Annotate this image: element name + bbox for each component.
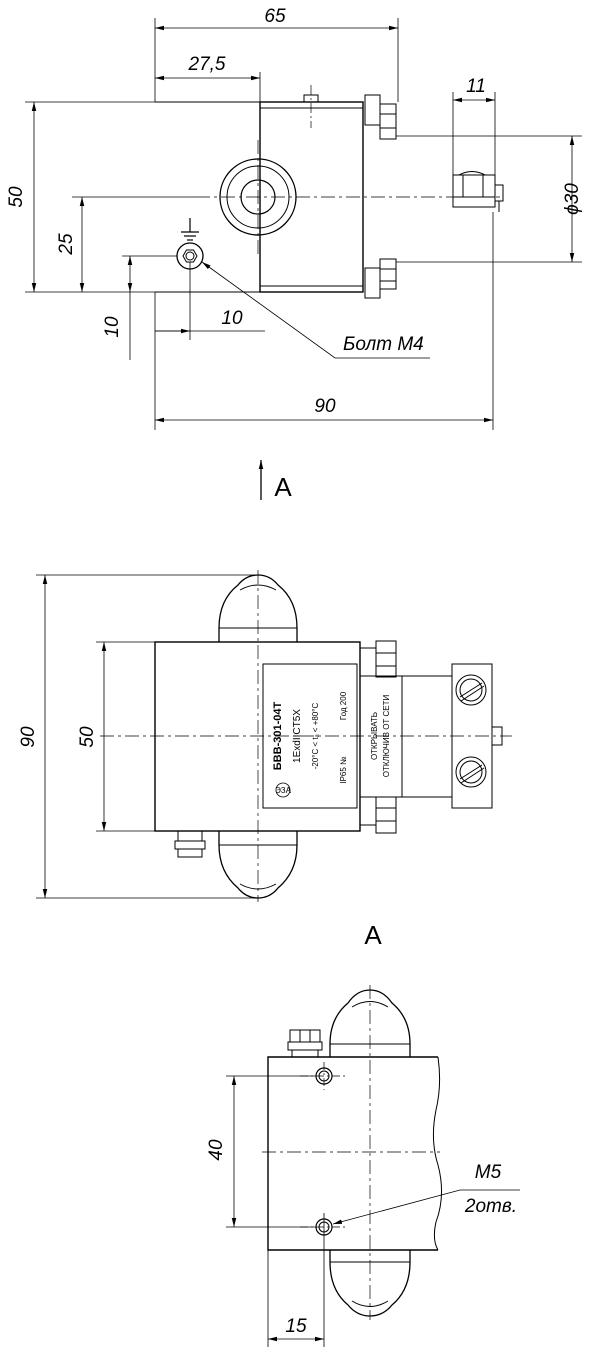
nameplate-protection: IP65 №: [339, 756, 348, 784]
front-view-ground-bolt: [174, 830, 206, 858]
dim-25: 25: [56, 233, 77, 256]
dim-phi-30: ϕ30: [562, 183, 583, 215]
nameplate: [262, 663, 358, 809]
break-line: [432, 1056, 442, 1251]
view-a-dimensions: [226, 1075, 520, 1347]
dim-27-5: 27,5: [188, 54, 226, 75]
nameplate-marking: 1ExdIICT5X: [292, 709, 303, 763]
front-view-labels: 90 50 А: [18, 726, 382, 950]
top-view-bracket: [452, 171, 504, 212]
top-view-screw-lower: [364, 258, 397, 299]
dim-40: 40: [206, 1139, 227, 1161]
callout-m5: М5: [475, 1162, 502, 1183]
top-view-dimensions: [25, 18, 582, 500]
svg-text:ЭЗА: ЭЗА: [275, 786, 291, 795]
callout-bolt-m4: Болт М4: [343, 334, 424, 355]
view-a-housing: [267, 1056, 438, 1251]
top-view-labels: 65 27,5 11 50 25 10 10 ϕ30 90 Болт М4 А: [6, 6, 583, 502]
front-view-screw-lower: [359, 796, 397, 834]
dim-11: 11: [466, 76, 486, 97]
front-view-dimensions: [36, 574, 258, 899]
view-a: [262, 985, 442, 1347]
view-a-labels: 40 15 М5 2отв.: [206, 1139, 517, 1337]
dim-10-vertical: 10: [102, 316, 123, 338]
dim-15: 15: [285, 1316, 307, 1337]
dim-90-top: 90: [314, 396, 336, 417]
view-arrow-label: А: [274, 472, 292, 502]
nameplate-year: Год 200: [339, 691, 348, 720]
callout-two-holes: 2отв.: [464, 1196, 517, 1217]
top-view-screw-upper: [364, 94, 397, 140]
view-a-ground-bolt: [287, 1029, 323, 1058]
front-view: [100, 570, 512, 902]
front-view-screw-upper: [359, 640, 397, 678]
view-a-title: А: [364, 920, 382, 950]
dim-10-horizontal: 10: [221, 308, 243, 329]
logo-eza-icon: ЭЗА: [275, 782, 292, 798]
nameplate-model: БВВ-301-04Т: [272, 702, 284, 771]
nameplate-text: БВВ-301-04Т 1ExdIICT5X -20°C < tₐ < +80°…: [272, 691, 391, 798]
warning-line-1: ОТКРЫВАТЬ: [370, 712, 379, 760]
front-view-housing: [154, 641, 361, 832]
warning-plate: [359, 675, 403, 798]
front-view-bracket: [402, 663, 503, 809]
nameplate-temperature: -20°C < tₐ < +80°C: [311, 703, 320, 770]
warning-line-2: ОТКЛЮЧИВ ОТ СЕТИ: [382, 694, 391, 777]
dim-50-front: 50: [77, 726, 98, 748]
dim-90-front: 90: [18, 726, 39, 748]
ground-symbol-icon: [181, 218, 199, 241]
dim-65: 65: [264, 6, 286, 27]
dim-50-top: 50: [6, 186, 27, 208]
